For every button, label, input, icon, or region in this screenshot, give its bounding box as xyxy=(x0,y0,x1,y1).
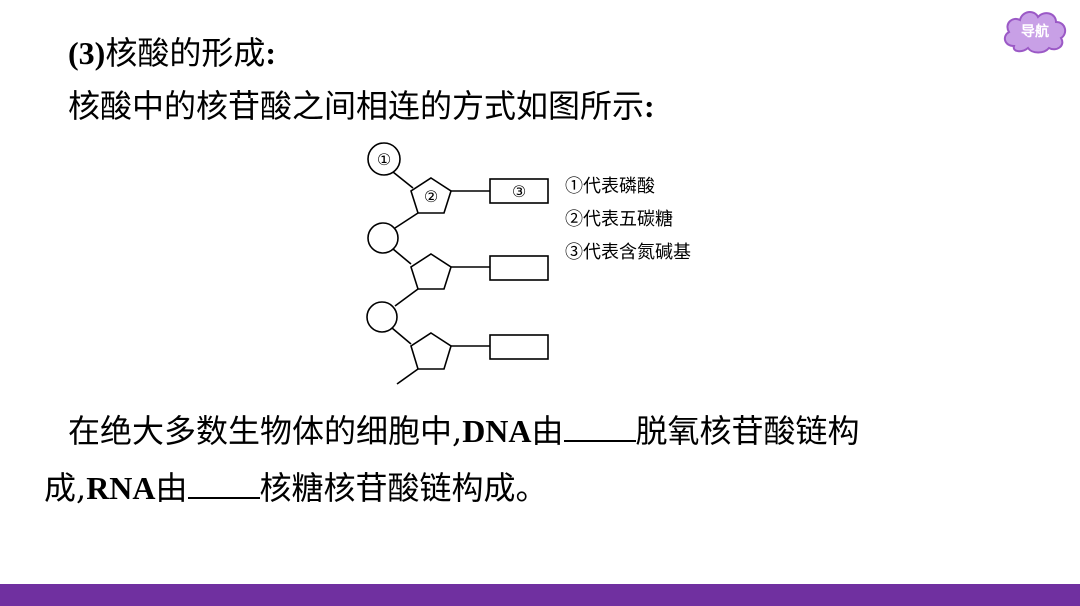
nucleotide-chain-figure: ① ② ③ xyxy=(366,142,549,385)
answer-blank-1[interactable] xyxy=(563,410,636,442)
nav-button[interactable]: 导航 xyxy=(1000,6,1070,56)
heading-colon: : xyxy=(265,35,276,71)
answer-blank-2[interactable] xyxy=(187,467,260,499)
sentence-part-4: 成, xyxy=(44,469,87,507)
fill-in-sentence-line-1: 在绝大多数生物体的细胞中,DNA由 脱氧核苷酸链构 xyxy=(68,410,860,451)
sentence-part-6: 核糖核苷酸链构成。 xyxy=(259,469,548,507)
legend-sugar: ②代表五碳糖 xyxy=(565,209,673,230)
base-label: ③ xyxy=(512,182,526,201)
base-box-3 xyxy=(489,334,549,360)
sugar-pentagon-1 xyxy=(410,177,452,214)
legend-base: ③代表含氮碱基 xyxy=(565,242,691,263)
dna-term: DNA xyxy=(462,413,532,449)
intro-text: 核酸中的核苷酸之间相连的方式如图所示: xyxy=(68,86,655,126)
nucleotide-chain-diagram: ① ② ③ xyxy=(355,138,735,393)
phosphate-circle-3 xyxy=(366,301,398,333)
phosphate-circle-2 xyxy=(367,222,399,254)
sentence-part-3: 脱氧核苷酸链构 xyxy=(635,412,860,450)
sugar-pentagon-3 xyxy=(410,332,452,370)
base-box-1 xyxy=(489,178,549,204)
fill-in-sentence-line-2: 成,RNA由 核糖核苷酸链构成。 xyxy=(44,467,548,508)
heading-text: 核酸的形成 xyxy=(105,34,266,72)
sentence-part-1: 在绝大多数生物体的细胞中, xyxy=(68,412,463,450)
legend-phosphate: ①代表磷酸 xyxy=(565,176,655,197)
sentence-part-2: 由 xyxy=(531,412,564,450)
sugar-label: ② xyxy=(424,187,438,206)
sugar-pentagon-2 xyxy=(410,253,452,290)
section-heading: (3)核酸的形成: xyxy=(68,33,276,73)
bottom-bar xyxy=(0,584,1080,606)
phosphate-label: ① xyxy=(377,150,391,169)
base-box-2 xyxy=(489,255,549,281)
sentence-part-5: 由 xyxy=(155,469,188,507)
intro-sentence: 核酸中的核苷酸之间相连的方式如图所示 xyxy=(68,87,645,125)
intro-colon: : xyxy=(644,88,655,124)
phosphate-circle-1 xyxy=(367,142,401,176)
heading-number: (3) xyxy=(68,35,106,71)
cloud-icon xyxy=(1003,11,1067,54)
rna-term: RNA xyxy=(86,470,156,506)
